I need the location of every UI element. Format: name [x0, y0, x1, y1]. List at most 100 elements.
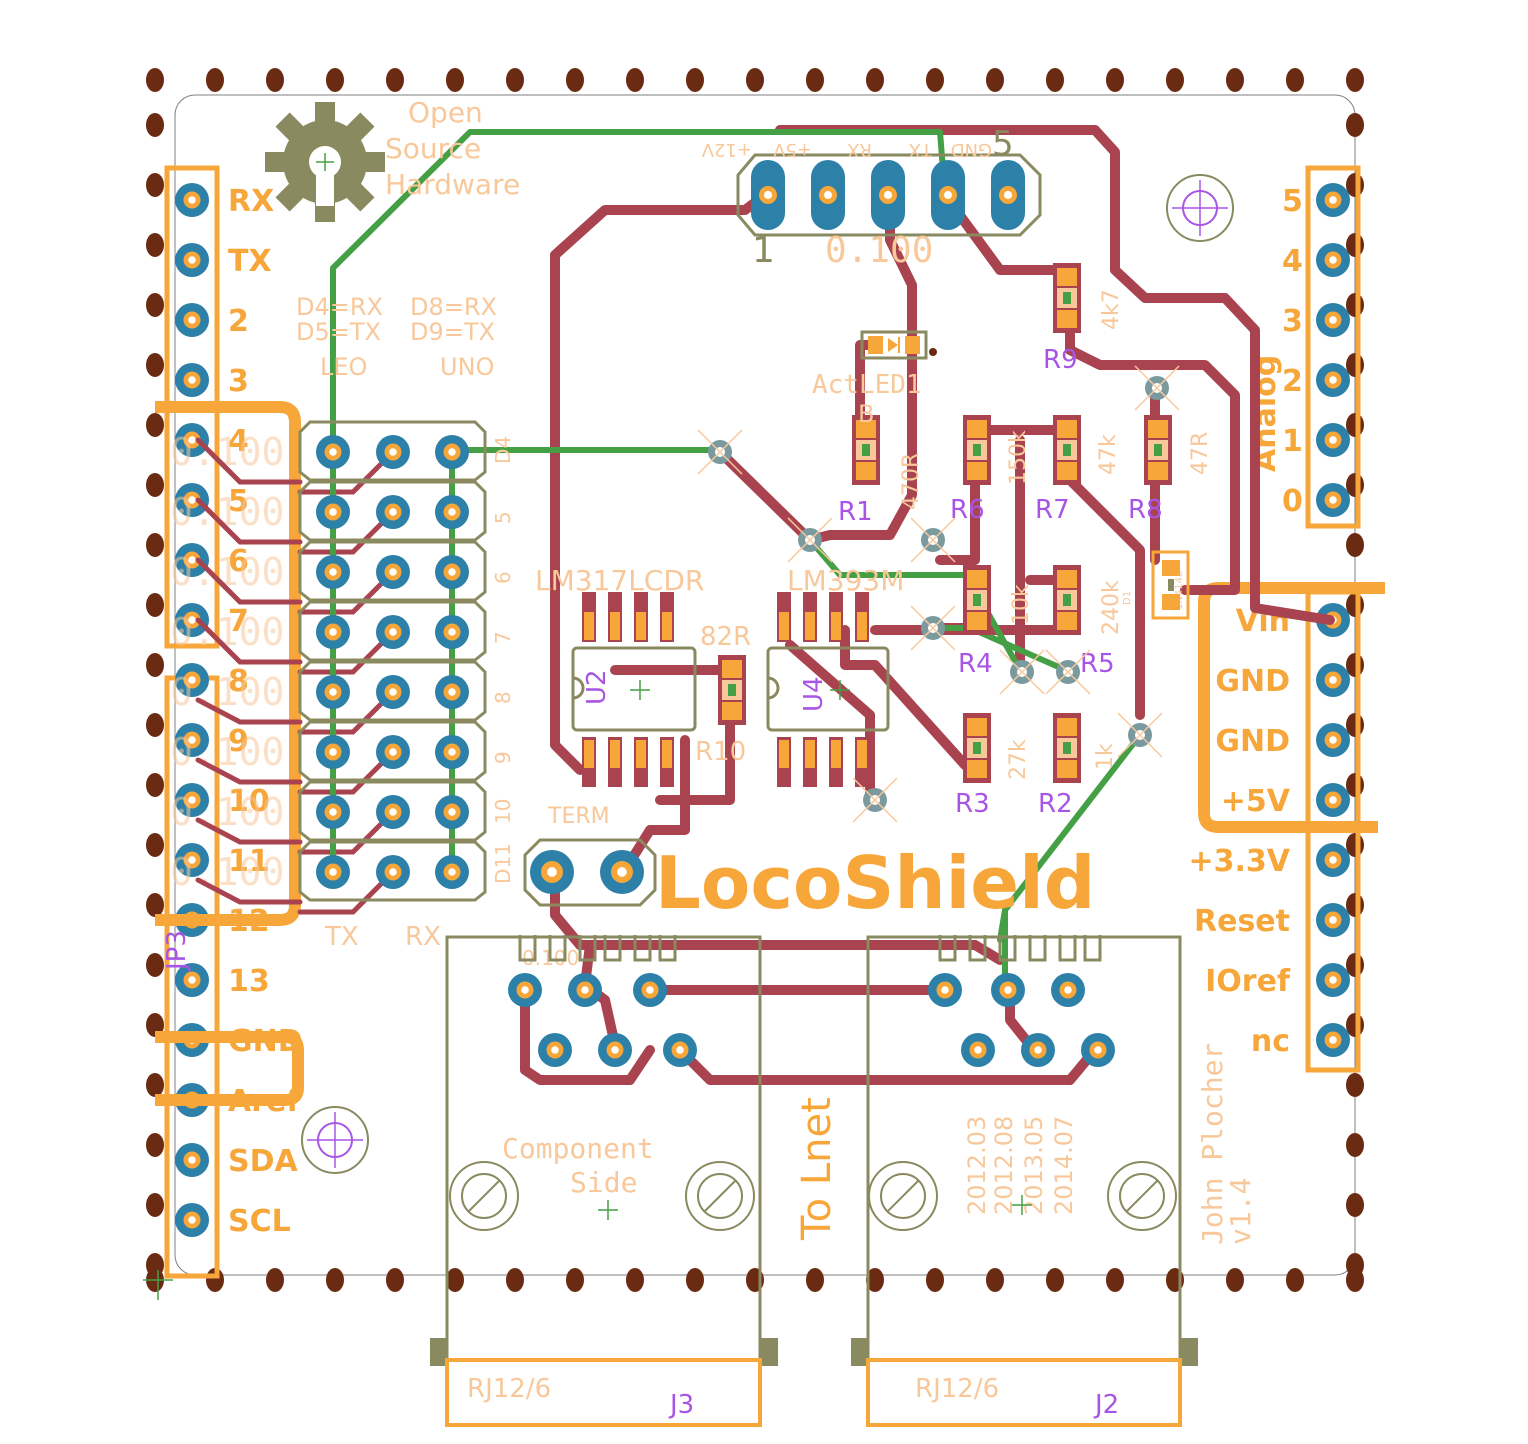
- analog-label-3: 2: [1282, 364, 1303, 399]
- r1-name: R1: [838, 497, 873, 527]
- j3-pin-2: [633, 973, 667, 1007]
- rj-hole-2: [868, 1161, 938, 1231]
- u2-value: LM317LCDR: [535, 564, 704, 597]
- note-d8-rx: D8=RX: [410, 293, 497, 321]
- left-header-pin-4: [175, 423, 209, 457]
- j2-pin-2: [1051, 973, 1085, 1007]
- note-d9-tx: D9=TX: [410, 318, 495, 346]
- power-label-4: +3.3V: [1189, 844, 1291, 879]
- note-d4-rx: D4=RX: [296, 293, 383, 321]
- jumper-pin-r4-c2: [435, 675, 469, 709]
- left-header-label-6: 6: [228, 544, 249, 579]
- r9-value: 4k7: [1099, 289, 1124, 330]
- analog-header-outline: [1305, 165, 1361, 529]
- ghost-pitch-5: 0.100: [170, 730, 284, 774]
- top-header-pin-3: [931, 160, 965, 230]
- jumper-row-label-3: 7: [491, 631, 515, 644]
- r3-name: R3: [955, 789, 990, 819]
- jumper-pin-r6-c0: [316, 795, 350, 829]
- r6-value: 150k: [1006, 430, 1031, 485]
- power-label-1: GND: [1215, 664, 1290, 699]
- power-pin-5: [1316, 903, 1350, 937]
- analog-label-5: 0: [1282, 484, 1303, 519]
- via-2: [910, 517, 956, 563]
- analog-label-1: 4: [1282, 244, 1303, 279]
- jumper-pin-r2-c1: [376, 555, 410, 589]
- jumper-row-label-0: D4: [491, 436, 515, 464]
- ghost-pitch-4: 0.100: [170, 670, 284, 714]
- left-header-label-7: 7: [228, 604, 249, 639]
- jumper-block: [298, 420, 487, 902]
- mounting-hole-bottom-left: [301, 1106, 369, 1174]
- vias: [697, 365, 1180, 823]
- resistors: [718, 263, 1172, 783]
- jumper-row-label-7: D11: [491, 843, 515, 884]
- j2-pin-3: [961, 1033, 995, 1067]
- left-header-label-16: SDA: [228, 1144, 299, 1179]
- ghost-pitch-7: 0.100: [170, 850, 284, 894]
- u2-name: U2: [582, 669, 612, 705]
- left-header-pin-1: [175, 243, 209, 277]
- activity-led: [860, 330, 937, 360]
- u4-value: LM393M: [787, 564, 904, 597]
- r7-value: 47k: [1096, 434, 1121, 475]
- j2-name: J2: [1093, 1390, 1119, 1420]
- jumper-pin-r7-c2: [435, 855, 469, 889]
- r10-name: R10: [695, 737, 746, 767]
- jumper-pin-r7-c0: [316, 855, 350, 889]
- term-label: TERM: [547, 804, 610, 829]
- top-header-pin1: 1: [752, 230, 775, 271]
- power-label-6: IOref: [1205, 964, 1291, 999]
- left-header-pin-3: [175, 363, 209, 397]
- origin-markers: [143, 680, 1032, 1300]
- left-header-pin-11: [175, 843, 209, 877]
- term-pin-2: [600, 850, 644, 894]
- power-pin-4: [1316, 843, 1350, 877]
- left-header-label-2: 2: [228, 304, 249, 339]
- rj-mounting-holes: [449, 1161, 1177, 1231]
- analog-label-4: 1: [1282, 424, 1303, 459]
- via-1: [787, 517, 833, 563]
- note-leo: LEO: [320, 353, 367, 381]
- board-outline: [174, 94, 1356, 1276]
- revision-dates: 2012.03 2012.08 2013.05 2014.07: [963, 1116, 1078, 1215]
- power-label-7: nc: [1251, 1024, 1290, 1059]
- j2-pin-4: [1021, 1033, 1055, 1067]
- power-label-2: GND: [1215, 724, 1290, 759]
- jumper-pin-r3-c1: [376, 615, 410, 649]
- left-header-pin-5: [175, 483, 209, 517]
- jumper-pin-r3-c0: [316, 615, 350, 649]
- col-tx-label: TX: [324, 922, 359, 952]
- r8-name: R8: [1128, 495, 1163, 525]
- diode-d1: [1151, 550, 1190, 620]
- r7-name: R7: [1035, 495, 1070, 525]
- left-header-label-8: 8: [228, 664, 249, 699]
- component-side-1: Component: [502, 1132, 654, 1165]
- top-header-pin-1: [811, 160, 845, 230]
- rj12-j2: RJ12/6 J2: [851, 935, 1198, 1427]
- left-header-label-3: 3: [228, 364, 249, 399]
- u4-name: U4: [799, 676, 829, 712]
- board-title: LocoShield: [655, 841, 1095, 925]
- jumper-row-label-5: 9: [491, 751, 515, 764]
- rj12-j3: RJ12/6 J3: [430, 935, 778, 1427]
- d1-value: 1N4148: [1174, 571, 1185, 610]
- jumper-pin-r3-c2: [435, 615, 469, 649]
- top-header-pin-label-2: RX: [847, 139, 872, 160]
- left-header-pin-2: [175, 303, 209, 337]
- bracket-gnd: [155, 1031, 304, 1106]
- oshw-line-3: Hardware: [385, 168, 520, 201]
- left-header-pin-7: [175, 603, 209, 637]
- via-4: [999, 649, 1045, 695]
- note-uno: UNO: [440, 353, 494, 381]
- j3-pin-0: [508, 973, 542, 1007]
- revision-4: 2014.07: [1050, 1116, 1078, 1215]
- j2-type: RJ12/6: [915, 1374, 999, 1404]
- resistor-r5: [1053, 565, 1081, 635]
- rj-hole-0: [449, 1161, 519, 1231]
- left-header-label-5: 5: [228, 484, 249, 519]
- via-6: [1117, 712, 1163, 758]
- to-lnet-label: To Lnet: [794, 1097, 840, 1241]
